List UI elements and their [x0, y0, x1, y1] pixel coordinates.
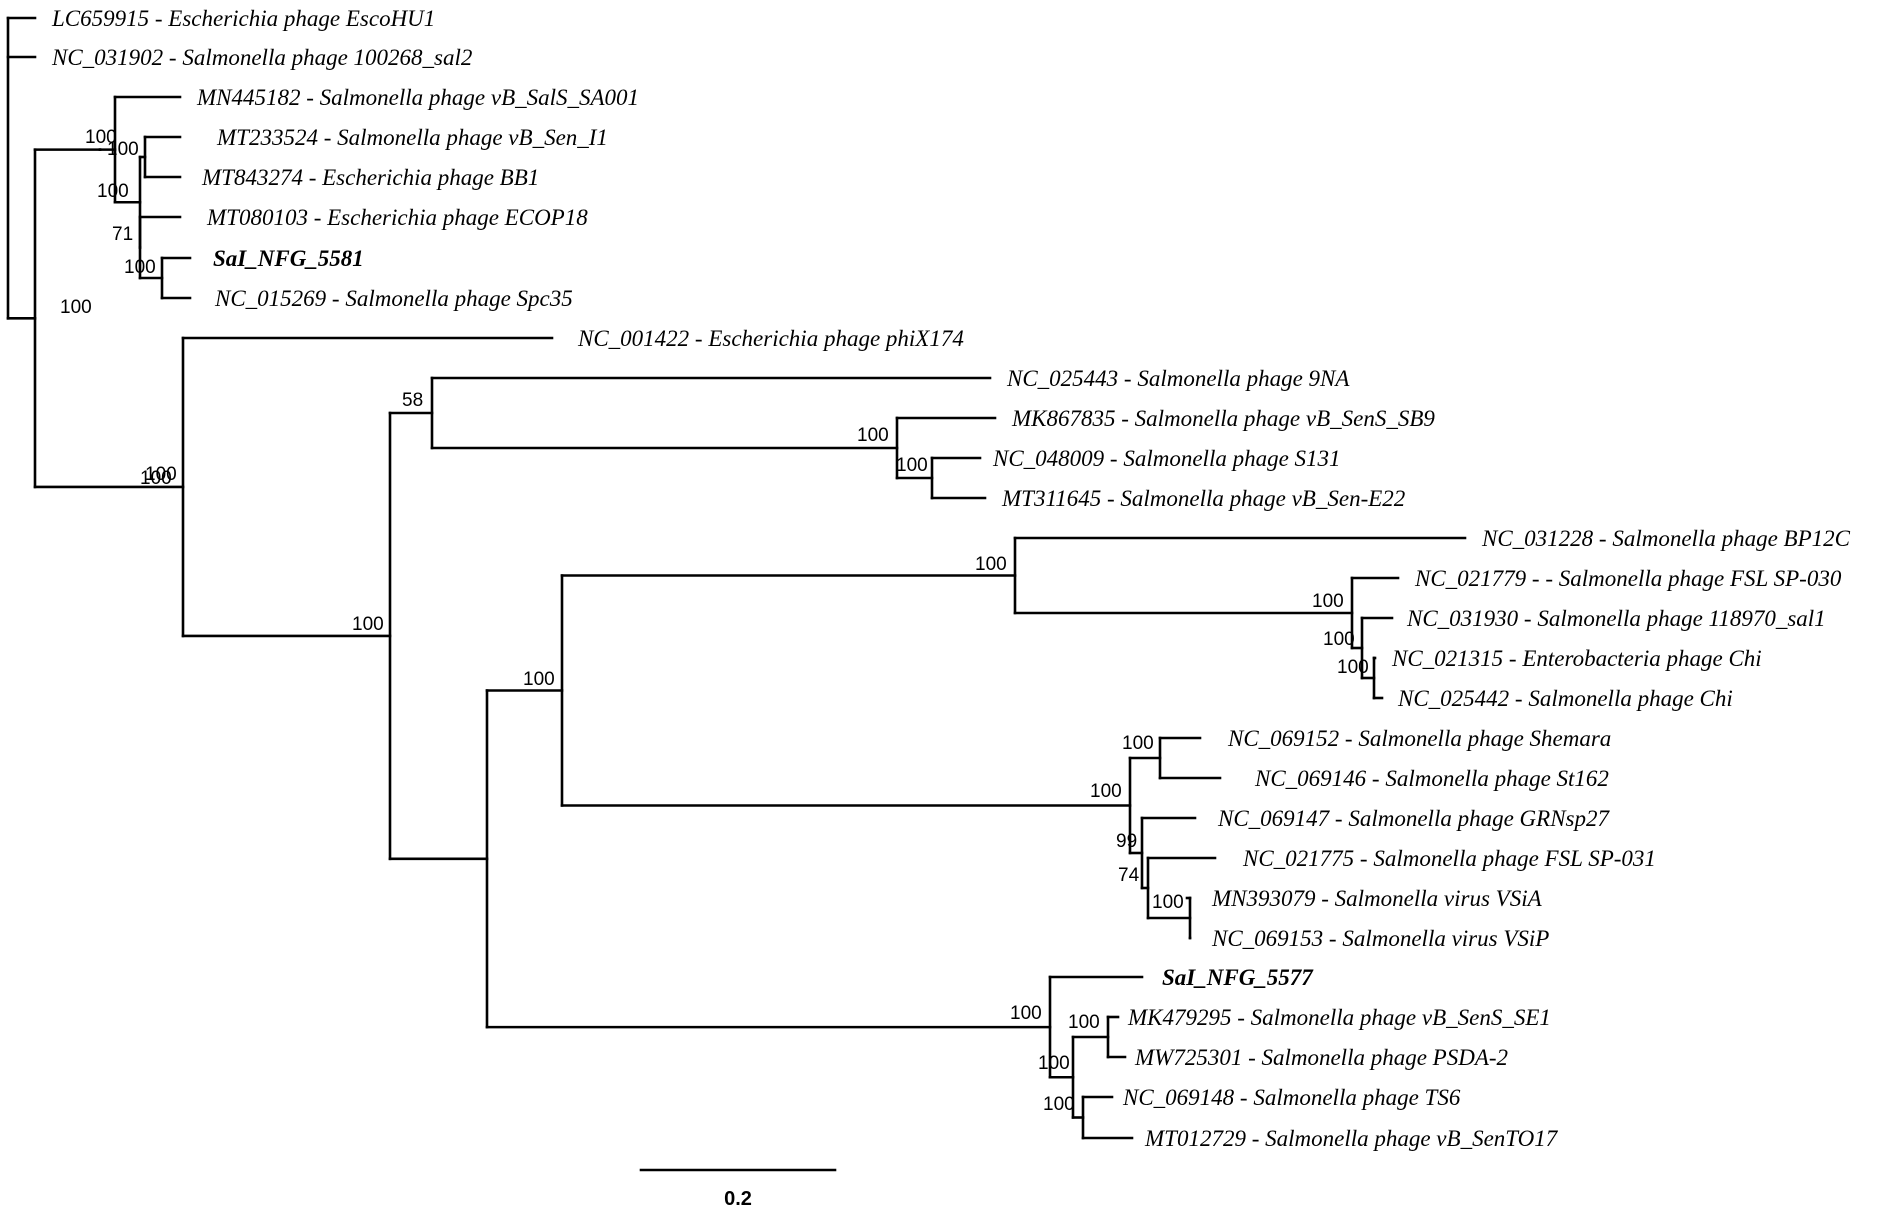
support-value: 100	[107, 139, 139, 160]
tip-label: MW725301 - Salmonella phage PSDA-2	[1134, 1045, 1508, 1070]
support-value: 100	[1312, 591, 1344, 612]
support-value: 74	[1118, 865, 1140, 886]
tip-label: MT311645 - Salmonella phage vB_Sen-E22	[1001, 486, 1405, 511]
scale-bar: 0.2	[639, 1168, 837, 1210]
support-value: 100	[975, 554, 1007, 575]
tip-label: MN393079 - Salmonella virus VSiA	[1211, 886, 1543, 911]
support-value: 100	[1323, 629, 1355, 650]
support-value: 100	[1068, 1012, 1100, 1033]
support-value: 100	[97, 181, 129, 202]
tree-branches	[6, 16, 1467, 1140]
tip-label: MT843274 - Escherichia phage BB1	[201, 165, 539, 190]
support-value: 100	[140, 468, 172, 489]
tip-label: NC_021779 - - Salmonella phage FSL SP-03…	[1414, 566, 1842, 591]
tip-label: MK867835 - Salmonella phage vB_SenS_SB9	[1011, 406, 1435, 431]
support-value: 100	[1038, 1053, 1070, 1074]
tip-label: MT012729 - Salmonella phage vB_SenTO17	[1144, 1126, 1559, 1151]
tip-label: NC_021775 - Salmonella phage FSL SP-031	[1242, 846, 1656, 871]
support-value: 100	[1010, 1003, 1042, 1024]
support-value: 100	[857, 425, 889, 446]
tip-label: NC_031228 - Salmonella phage BP12C	[1481, 526, 1851, 551]
tip-label: NC_021315 - Enterobacteria phage Chi	[1391, 646, 1762, 671]
tip-label: NC_025443 - Salmonella phage 9NA	[1006, 366, 1350, 391]
support-value: 100	[1043, 1094, 1075, 1115]
support-value: 100	[85, 127, 117, 148]
support-value: 100	[1090, 781, 1122, 802]
scale-bar-label: 0.2	[724, 1188, 752, 1210]
tip-label: NC_069147 - Salmonella phage GRNsp27	[1217, 806, 1610, 831]
tip-label: MT233524 - Salmonella phage vB_Sen_I1	[216, 125, 608, 150]
tip-label: NC_069146 - Salmonella phage St162	[1254, 766, 1609, 791]
tip-label: LC659915 - Escherichia phage EscoHU1	[51, 6, 435, 31]
support-value: 99	[1116, 831, 1137, 852]
support-value: 100	[896, 455, 928, 476]
tip-label: NC_025442 - Salmonella phage Chi	[1397, 686, 1733, 711]
tip-label: MN445182 - Salmonella phage vB_SalS_SA00…	[196, 85, 639, 110]
support-value: 100	[1337, 657, 1369, 678]
tip-label: SaI_NFG_5581	[213, 246, 364, 271]
support-value: 100	[523, 669, 555, 690]
support-value: 100	[352, 614, 384, 635]
tip-labels: LC659915 - Escherichia phage EscoHU1NC_0…	[51, 6, 1851, 1151]
tip-label: SaI_NFG_5577	[1162, 965, 1314, 990]
support-value: 100	[1122, 733, 1154, 754]
tip-label: NC_069153 - Salmonella virus VSiP	[1211, 926, 1549, 951]
support-value: 100	[124, 257, 156, 278]
support-value: 71	[112, 224, 133, 245]
support-value: 100	[145, 464, 177, 485]
support-value: 100	[1152, 892, 1184, 913]
tip-label: NC_001422 - Escherichia phage phiX174	[577, 326, 964, 351]
tip-label: NC_069148 - Salmonella phage TS6	[1122, 1085, 1461, 1110]
tip-label: MK479295 - Salmonella phage vB_SenS_SE1	[1127, 1005, 1551, 1030]
tip-label: NC_031930 - Salmonella phage 118970_sal1	[1406, 606, 1826, 631]
tip-label: MT080103 - Escherichia phage ECOP18	[206, 205, 588, 230]
support-value: 100	[60, 297, 92, 318]
tip-label: NC_048009 - Salmonella phage S131	[992, 446, 1341, 471]
tip-label: NC_031902 - Salmonella phage 100268_sal2	[51, 45, 472, 70]
support-values: 1001001007110010010010058100100100100100…	[60, 127, 1369, 1115]
tip-label: NC_015269 - Salmonella phage Spc35	[214, 286, 573, 311]
tip-label: NC_069152 - Salmonella phage Shemara	[1227, 726, 1611, 751]
support-value: 58	[402, 390, 423, 411]
